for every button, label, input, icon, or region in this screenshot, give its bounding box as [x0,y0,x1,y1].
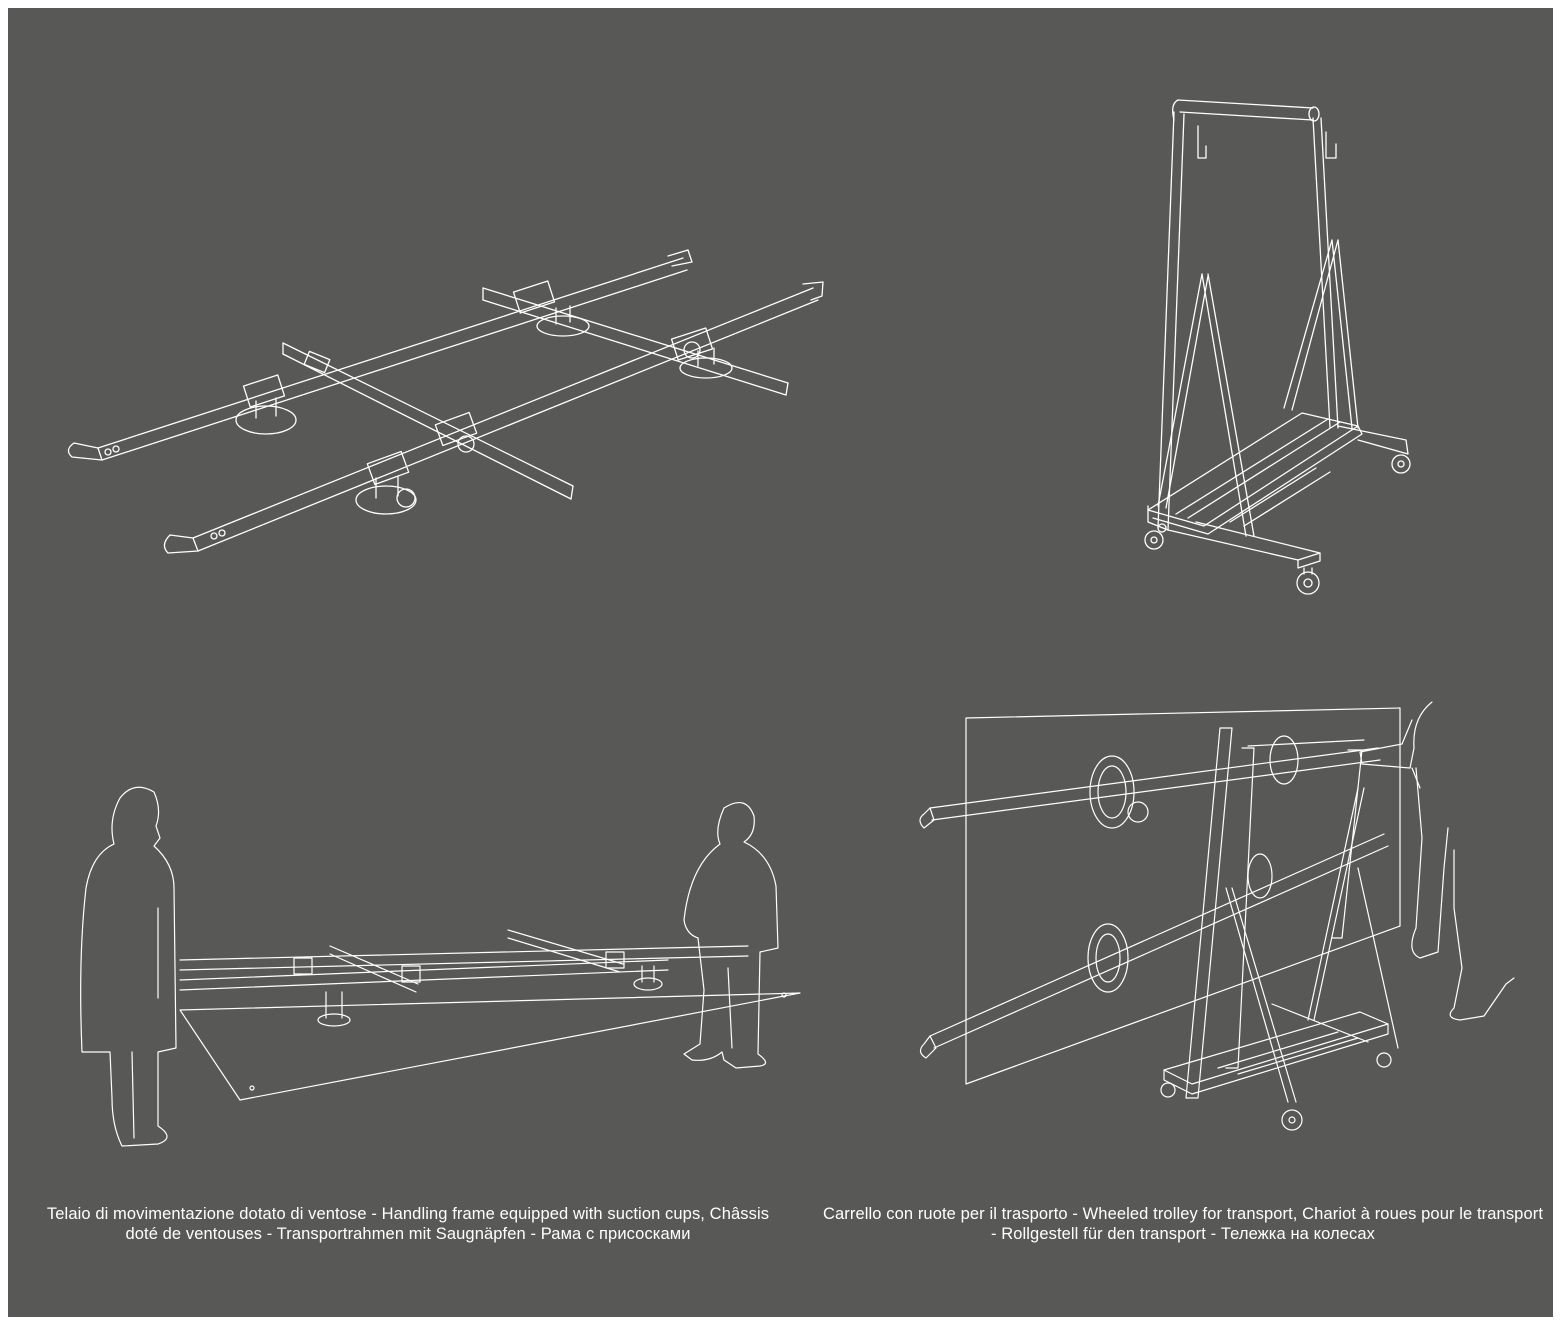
carrying-scene-illustration [68,778,828,1158]
wheeled-trolley-illustration [1128,86,1418,606]
handling-frame-caption: Telaio di movimentazione dotato di vento… [46,1205,770,1243]
handling-frame-illustration [48,240,828,570]
wheeled-trolley-caption: Carrello con ruote per il trasporto - Wh… [822,1205,1544,1243]
loading-scene-illustration [908,698,1528,1148]
product-sheet-panel: Telaio di movimentazione dotato di vento… [8,8,1553,1317]
